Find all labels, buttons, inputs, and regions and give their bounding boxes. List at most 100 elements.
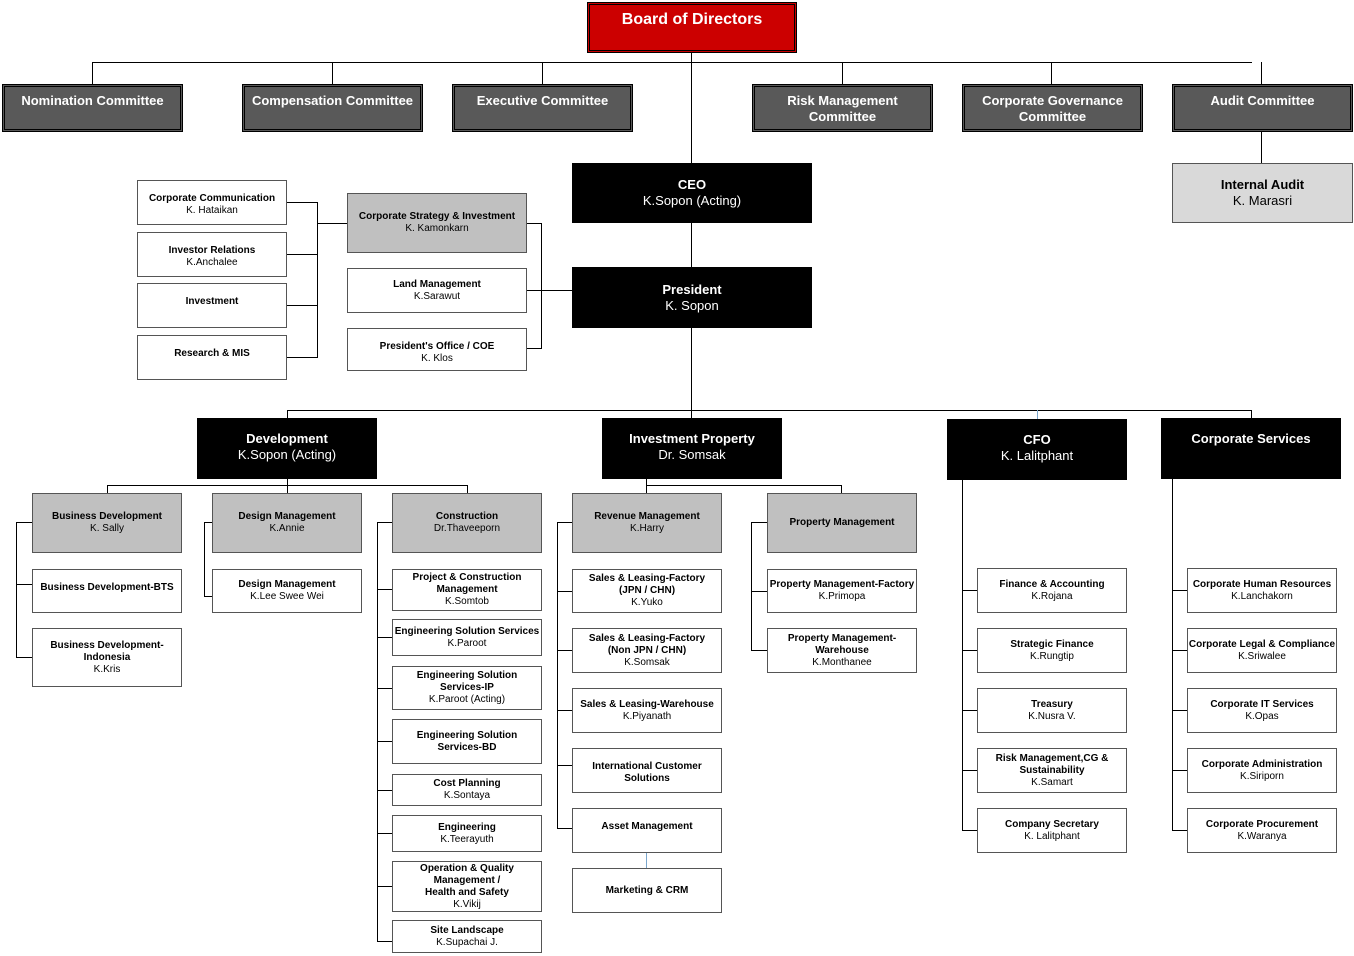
connector-line — [646, 853, 647, 869]
connector-line — [1172, 710, 1188, 711]
connector-line — [1172, 590, 1188, 591]
node-person: K.Vikij — [453, 898, 481, 910]
node-title: Business Development-BTS — [40, 582, 174, 593]
node-person: K.Rungtip — [1030, 650, 1074, 662]
connector-line — [646, 485, 842, 486]
node-title: Property Management- — [787, 632, 897, 644]
node-title: Asset Management — [601, 821, 693, 832]
node-title: Corporate Procurement — [1205, 818, 1319, 830]
node-title: Operation & Quality — [420, 862, 514, 874]
connector-line — [287, 202, 318, 203]
node-title: President — [662, 281, 722, 297]
committee-compensation: Compensation Committee — [242, 84, 423, 132]
node-person: K. Kamonkarn — [405, 223, 469, 234]
business-development-bts: Business Development-BTS — [32, 569, 182, 613]
connector-line — [1172, 830, 1188, 831]
connector-line — [1251, 410, 1252, 419]
node-person: K.Piyanath — [622, 710, 672, 722]
connector-line — [557, 828, 573, 829]
node-title: Research & MIS — [174, 348, 250, 359]
connector-line — [691, 222, 692, 268]
connector-line — [557, 522, 558, 829]
connector-line — [1261, 62, 1262, 85]
node-title: Corporate IT Services — [1210, 698, 1314, 710]
connector-line — [962, 830, 978, 831]
connector-line — [287, 485, 288, 494]
node-person: Dr. Somsak — [658, 447, 726, 462]
connector-line — [377, 941, 393, 942]
connector-line — [691, 327, 692, 411]
connector-line — [557, 591, 573, 592]
connector-line — [204, 596, 213, 597]
revenue-unit-asset-management: Asset Management — [572, 808, 722, 853]
revenue-unit-sales-leasing-factory-jpn-chn: Sales & Leasing-Factory(JPN / CHN)K.Yuko — [572, 569, 722, 613]
node-title: Company Secretary — [1005, 818, 1099, 830]
committee-nomination: Nomination Committee — [2, 84, 183, 132]
connector-line — [557, 710, 573, 711]
node-person: K.Yuko — [631, 597, 663, 608]
connector-line — [1051, 62, 1052, 85]
connector-line — [332, 62, 333, 85]
node-title: Solutions — [624, 773, 670, 784]
connector-line — [377, 741, 393, 742]
node-person: K.Lee Swee Wei — [250, 591, 324, 602]
connector-line — [287, 410, 288, 419]
node-person: K.Siriporn — [1240, 770, 1284, 782]
connector-line — [1172, 478, 1173, 831]
node-title: Engineering Solution — [416, 670, 518, 681]
connector-line — [691, 52, 692, 164]
revenue-unit-sales-leasing-factory-non-jpn-chn: Sales & Leasing-Factory(Non JPN / CHN)K.… — [572, 628, 722, 673]
connector-line — [16, 657, 33, 658]
node-person: K.Sriwalee — [1238, 650, 1286, 662]
node-person: K.Sontaya — [443, 790, 491, 801]
connector-line — [527, 290, 542, 291]
node-title: Business Development- — [50, 639, 164, 651]
node-person: K.Lanchakorn — [1231, 590, 1293, 602]
committee-audit: Audit Committee — [1172, 84, 1353, 132]
node-title: CFO — [1023, 432, 1051, 447]
node-title: Services-BD — [437, 741, 497, 753]
node-title: (Non JPN / CHN) — [607, 644, 687, 656]
connector-line — [377, 790, 393, 791]
connector-line — [841, 485, 842, 494]
connector-line — [962, 590, 978, 591]
node-title: Engineering — [438, 821, 496, 833]
node-title: Revenue Management — [594, 511, 700, 522]
node-title: Corporate Human Resources — [1192, 578, 1332, 590]
connector-line — [557, 650, 573, 651]
node-person: K. Sally — [90, 523, 124, 534]
node-person: K.Sarawut — [413, 290, 461, 302]
connector-line — [527, 223, 542, 224]
node-title: Design Management — [238, 579, 336, 590]
node-title: Board of Directors — [621, 11, 763, 28]
revenue-unit-marketing-crm: Marketing & CRM — [572, 868, 722, 913]
node-title: Risk Management — [787, 93, 898, 108]
connector-line — [377, 886, 393, 887]
node-person: K.Kris — [93, 663, 121, 675]
node-person: K. Marasri — [1232, 193, 1293, 208]
connector-line — [842, 62, 843, 85]
node-title: Design Management — [238, 511, 336, 522]
connector-line — [751, 650, 768, 651]
connector-line — [377, 833, 393, 834]
node-title: Sales & Leasing-Factory — [588, 573, 706, 584]
node-person: K.Somtob — [445, 596, 489, 607]
node-title: Investment Property — [629, 431, 755, 446]
node-title: Risk Management,CG & — [995, 752, 1109, 764]
node-person: K.Sopon (Acting) — [237, 447, 337, 462]
